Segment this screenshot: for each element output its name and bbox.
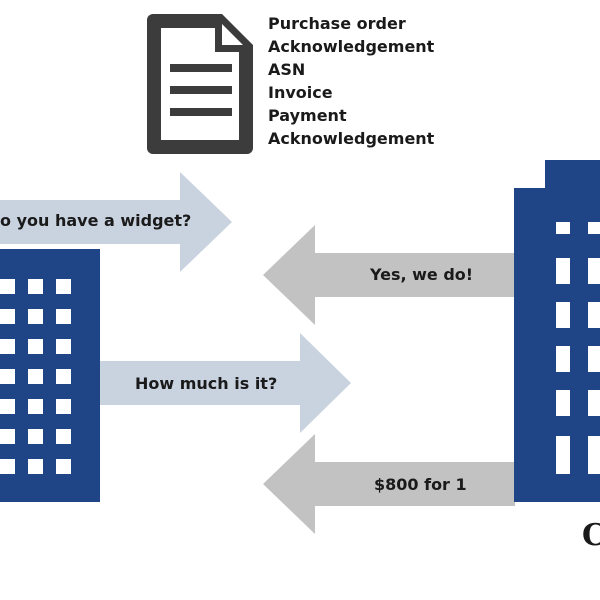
building-window — [556, 302, 570, 328]
building-window — [56, 399, 71, 414]
building-window — [28, 339, 43, 354]
document-list-item: Acknowledgement — [268, 37, 435, 56]
building-window — [28, 369, 43, 384]
building-window — [588, 258, 600, 284]
message-price-reply: $800 for 1 — [374, 475, 467, 494]
right-building — [514, 160, 600, 502]
building-window — [0, 369, 15, 384]
message-widget-question: o you have a widget? — [0, 211, 192, 230]
document-icon — [147, 14, 253, 154]
building-window — [588, 222, 600, 234]
building-window — [56, 369, 71, 384]
building-window — [556, 390, 570, 416]
building-window — [588, 346, 600, 372]
arrow-left-2 — [263, 434, 515, 534]
document-list-item: Purchase order — [268, 14, 406, 33]
building-window — [28, 459, 43, 474]
building-window — [56, 459, 71, 474]
building-window — [0, 339, 15, 354]
document-list-item: ASN — [268, 60, 306, 79]
document-list: Purchase order Acknowledgement ASN Invoi… — [268, 12, 434, 150]
document-list-item: Acknowledgement — [268, 129, 435, 148]
building-window — [56, 279, 71, 294]
building-window — [28, 399, 43, 414]
building-window — [0, 459, 15, 474]
building-window — [0, 429, 15, 444]
document-list-item: Payment — [268, 106, 347, 125]
building-window — [588, 302, 600, 328]
left-building — [0, 249, 100, 502]
message-yes-reply: Yes, we do! — [370, 265, 474, 284]
building-window — [588, 390, 600, 416]
building-window — [556, 346, 570, 372]
arrow-left-1 — [263, 225, 515, 325]
building-window — [28, 279, 43, 294]
building-window — [56, 339, 71, 354]
building-window — [56, 429, 71, 444]
document-list-item: Invoice — [268, 83, 333, 102]
building-window — [0, 279, 15, 294]
building-window — [0, 309, 15, 324]
corner-label: C — [582, 518, 600, 553]
building-window — [556, 436, 570, 474]
arrow-right-2 — [100, 333, 351, 433]
message-price-question: How much is it? — [135, 374, 278, 393]
building-window — [28, 309, 43, 324]
building-window — [56, 309, 71, 324]
building-window — [556, 222, 570, 234]
building-window — [28, 429, 43, 444]
arrow-right-1 — [0, 172, 232, 272]
building-window — [556, 258, 570, 284]
building-window — [588, 436, 600, 474]
building-window — [0, 399, 15, 414]
